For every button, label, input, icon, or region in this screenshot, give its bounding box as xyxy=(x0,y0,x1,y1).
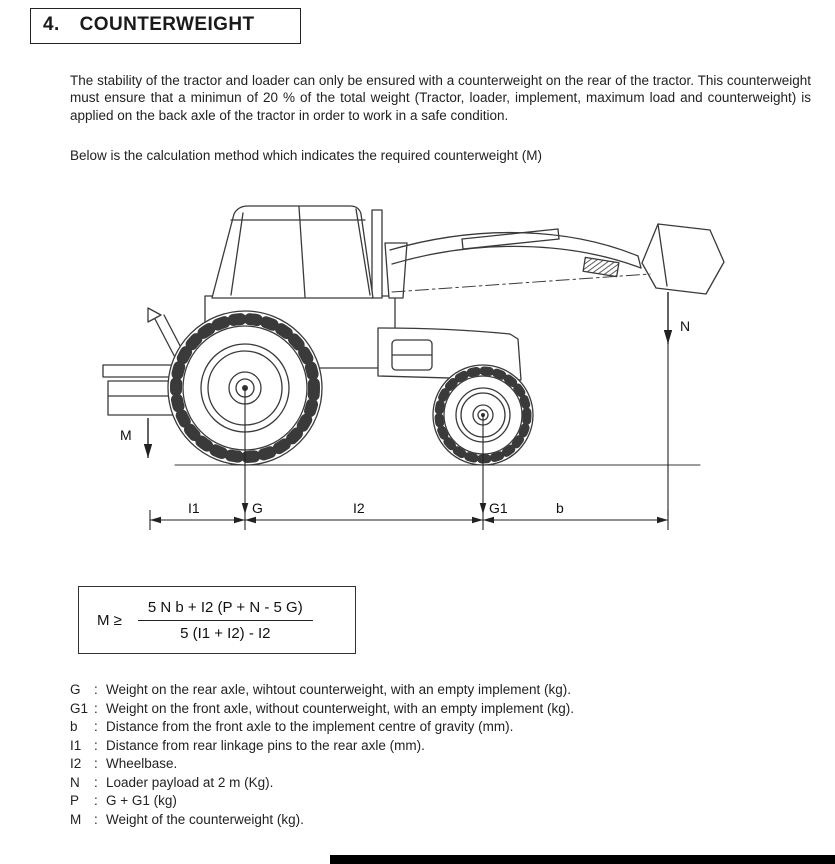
legend: G: Weight on the rear axle, wihtout count… xyxy=(70,681,574,829)
legend-definition: G + G1 (kg) xyxy=(106,793,177,808)
legend-item: I1: Distance from rear linkage pins to th… xyxy=(70,737,574,756)
tractor-diagram: M N I1 G I2 G1 b xyxy=(60,168,780,548)
legend-item: I2: Wheelbase. xyxy=(70,755,574,774)
label-n: N xyxy=(680,318,690,334)
calc-method-paragraph: Below is the calculation method which in… xyxy=(70,147,542,163)
loader-bucket xyxy=(641,223,725,295)
section-title: 4. COUNTERWEIGHT xyxy=(30,8,302,44)
legend-term: I2 xyxy=(70,756,82,771)
diagram-labels: M N I1 G I2 G1 b xyxy=(120,318,690,516)
legend-item: M: Weight of the counterweight (kg). xyxy=(70,811,574,830)
legend-term: P xyxy=(70,793,80,808)
legend-item: G: Weight on the rear axle, wihtout count… xyxy=(70,681,574,700)
legend-colon: : xyxy=(94,700,98,716)
label-g1: G1 xyxy=(489,500,508,516)
legend-item: G1: Weight on the front axle, without cou… xyxy=(70,700,574,719)
legend-colon: : xyxy=(94,756,98,771)
legend-term: G1 xyxy=(70,700,89,716)
legend-colon: : xyxy=(94,719,98,734)
legend-colon: : xyxy=(94,793,98,808)
legend-definition: Distance from the front axle to the impl… xyxy=(106,719,514,734)
formula-lhs: M ≥ xyxy=(97,611,122,629)
legend-item: P: G + G1 (kg) xyxy=(70,792,574,811)
section-title-text: COUNTERWEIGHT xyxy=(79,14,255,35)
label-m: M xyxy=(120,427,132,443)
legend-item: N: Loader payload at 2 m (Kg). xyxy=(70,774,574,793)
legend-colon: : xyxy=(94,737,98,753)
label-b: b xyxy=(556,500,564,516)
legend-definition: Wheelbase. xyxy=(106,756,178,771)
formula-numerator: 5 N b + I2 (P + N - 5 G) xyxy=(137,599,313,621)
legend-definition: Weight of the counterweight (kg). xyxy=(106,811,304,827)
legend-colon: : xyxy=(94,682,98,697)
label-g: G xyxy=(252,500,263,516)
label-i1: I1 xyxy=(188,500,200,516)
label-i2: I2 xyxy=(353,500,365,516)
formula-denominator: 5 (I1 + I2) - I2 xyxy=(180,624,271,642)
legend-definition: Weight on the front axle, without counte… xyxy=(106,700,574,716)
dimension-lines xyxy=(143,292,673,530)
legend-term: M xyxy=(70,811,82,827)
formula-fraction: 5 N b + I2 (P + N - 5 G) 5 (I1 + I2) - I… xyxy=(137,599,313,642)
legend-term: G xyxy=(70,682,81,697)
legend-definition: Loader payload at 2 m (Kg). xyxy=(106,774,274,790)
level-indicator-line xyxy=(391,273,651,293)
loader-arm xyxy=(389,228,642,278)
formula-box: M ≥ 5 N b + I2 (P + N - 5 G) 5 (I1 + I2)… xyxy=(78,586,356,654)
section-number: 4. xyxy=(43,14,60,35)
legend-term: b xyxy=(70,719,78,734)
legend-definition: Distance from rear linkage pins to the r… xyxy=(106,737,425,753)
legend-item: b: Distance from the front axle to the im… xyxy=(70,718,574,737)
legend-colon: : xyxy=(94,811,98,827)
legend-colon: : xyxy=(94,774,98,790)
legend-term: I1 xyxy=(70,737,82,753)
footer-bar xyxy=(330,855,835,864)
legend-definition: Weight on the rear axle, wihtout counter… xyxy=(106,682,571,697)
rear-implement xyxy=(102,307,219,416)
intro-paragraph: The stability of the tractor and loader … xyxy=(70,72,811,123)
legend-term: N xyxy=(70,774,80,790)
tractor-diagram-svg: M N I1 G I2 G1 b xyxy=(102,205,725,530)
